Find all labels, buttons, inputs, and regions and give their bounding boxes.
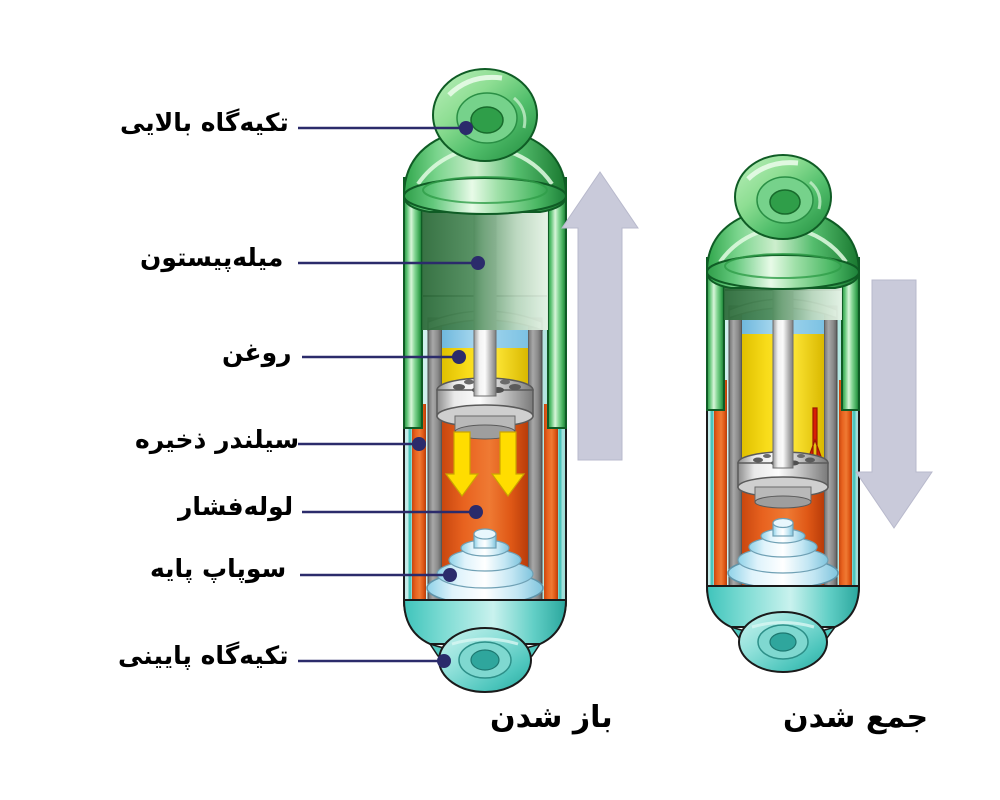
label-lower-mount: تکیه‌گاه پایینی [118, 641, 289, 670]
motion-arrow-down-right [855, 279, 933, 529]
leader-dot-reservoir-cylinder [412, 437, 426, 451]
extension-unit [402, 68, 639, 693]
flow-arrows-left [444, 431, 526, 498]
piston-assembly-left [436, 377, 534, 440]
label-pressure-tube: لوله‌فشار [178, 492, 294, 521]
lower-mount-left [438, 627, 532, 693]
leader-dot-oil [452, 350, 466, 364]
base-valve-left [426, 528, 544, 605]
label-oil: روغن [222, 338, 292, 367]
motion-arrow-up-left [561, 171, 639, 461]
base-valve-right [727, 517, 839, 589]
label-upper-mount: تکیه‌گاه بالایی [120, 108, 289, 137]
leader-dot-pressure-tube [469, 505, 483, 519]
leader-lines [298, 121, 485, 668]
upper-mount-left [432, 68, 538, 162]
leader-dot-base-valve [443, 568, 457, 582]
label-reservoir-cylinder: سیلندر ذخیره [135, 425, 300, 454]
label-base-valve: سوپاپ پایه [150, 554, 287, 583]
label-piston-rod: میله‌پیستون [140, 243, 284, 272]
compression-unit [705, 154, 933, 673]
leader-dot-piston-rod [471, 256, 485, 270]
dust-cover-right [705, 204, 861, 411]
leader-dot-lower-mount [437, 654, 451, 668]
lower-mount-right [738, 611, 828, 673]
leader-dot-upper-mount [459, 121, 473, 135]
caption-compression: جمع شدن [783, 700, 929, 735]
upper-mount-right [734, 154, 832, 240]
caption-extension: باز شدن [490, 700, 613, 735]
